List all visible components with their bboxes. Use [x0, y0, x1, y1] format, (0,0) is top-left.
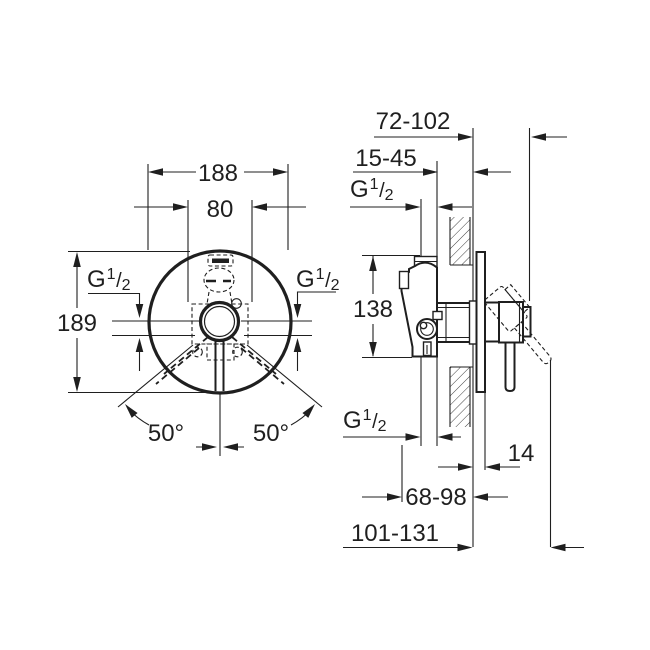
trim-sleeve: [468, 300, 478, 345]
thread-label-front-left: G1/2: [87, 266, 131, 294]
dim-body-height-label: 138: [353, 296, 393, 323]
wall-section-upper: [449, 217, 473, 266]
thread-label-front-right: G1/2: [296, 266, 340, 294]
handle-alternate-position: [483, 283, 552, 365]
side-trim: [475, 251, 552, 393]
dim-port-spacing-label: 80: [207, 196, 234, 223]
grohe-logo: [212, 258, 229, 263]
front-view: 188 80 189 G1/2 G1/2: [57, 160, 340, 456]
side-dim-overall-depth: 101-131: [343, 520, 584, 552]
side-dim-body-depth: 68-98: [362, 484, 508, 511]
front-dim-overall-height: 189: [57, 250, 216, 394]
front-handle-lever: [214, 341, 225, 391]
side-dim-escutcheon-depth: 14: [438, 440, 534, 471]
side-outlet-port: [416, 318, 438, 340]
dim-tile-depth-label: 15-45: [355, 145, 416, 172]
front-cartridge-ring: [198, 300, 241, 343]
front-thread-right: G1/2: [241, 266, 340, 371]
side-thread-bottom: G1/2: [343, 407, 461, 441]
check-valve: [398, 270, 410, 290]
thread-label-side-bottom: G1/2: [343, 407, 387, 435]
dim-plate-width-label: 188: [198, 160, 238, 187]
front-thread-left: G1/2: [87, 266, 199, 371]
dim-body-depth-label: 68-98: [405, 484, 466, 511]
dim-overall-height-label: 189: [57, 310, 97, 337]
handle-hub: [484, 301, 500, 343]
dim-angle-right-label: 50°: [253, 420, 289, 447]
dim-escutcheon-depth-label: 14: [508, 440, 535, 467]
side-dim-tile-depth: 15-45: [353, 145, 511, 176]
side-dim-handle-depth: 72-102: [374, 108, 567, 141]
dim-overall-depth-label: 101-131: [351, 520, 439, 547]
side-escutcheon-plate: [475, 251, 486, 393]
valve-body: [398, 255, 478, 358]
thread-label-side-top: G1/2: [350, 176, 394, 204]
side-view: 72-102 15-45 G1/2 138 G1/2: [343, 108, 584, 552]
side-dim-body-height: 138: [353, 256, 393, 357]
dim-angle-left-label: 50°: [148, 420, 184, 447]
grohe-logo-plate: [207, 254, 234, 267]
wall-section-lower: [449, 366, 473, 427]
dim-handle-depth-label: 72-102: [376, 108, 451, 135]
handle-cap: [522, 306, 532, 338]
front-fixture-internals: [155, 254, 285, 385]
front-dim-angles: 50° 50°: [117, 344, 323, 456]
handle-lever: [504, 341, 516, 393]
side-thread-top: G1/2: [350, 176, 472, 211]
cartridge-housing: [436, 302, 473, 343]
